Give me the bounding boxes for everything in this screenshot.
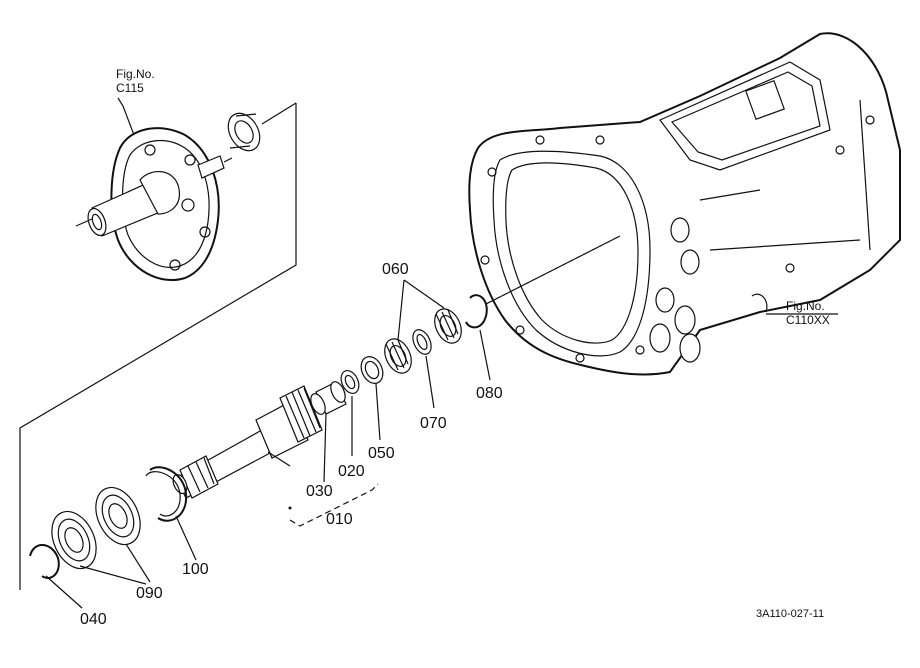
- front-cover-assembly: [19, 102, 297, 590]
- washer-050: [360, 356, 384, 384]
- part-label-020: 020: [338, 463, 365, 480]
- reference-top-line2: C115: [116, 80, 144, 95]
- spacer-070: [412, 329, 432, 355]
- reference-right-line2: C110XX: [786, 312, 830, 327]
- transmission-housing: [468, 32, 901, 376]
- reference-top: Fig.No. C115: [116, 67, 155, 96]
- part-label-100: 100: [182, 561, 209, 578]
- reference-right-line1: Fig.No.: [786, 299, 825, 313]
- reference-right: Fig.No. C110XX: [786, 299, 830, 328]
- part-label-010: 010: [326, 511, 353, 528]
- ball-bearing-090-a: [95, 486, 141, 546]
- collar-030: [310, 381, 347, 415]
- circlip-040: [29, 544, 60, 579]
- leader-lines: [45, 97, 491, 609]
- part-label-070: 070: [420, 415, 447, 432]
- part-label-050: 050: [368, 445, 395, 462]
- snap-ring-100: [145, 466, 188, 522]
- circlip-080: [465, 294, 488, 329]
- axis-line: [485, 235, 621, 305]
- part-label-030: 030: [306, 483, 333, 500]
- reference-top-line1: Fig.No.: [116, 67, 155, 81]
- drawing-code: 3A110-027-11: [756, 608, 825, 620]
- part-label-040: 040: [80, 611, 107, 628]
- washer-020: [340, 370, 360, 394]
- needle-bearing-060-a: [384, 338, 412, 374]
- part-label-060: 060: [382, 261, 409, 278]
- part-label-080: 080: [476, 385, 503, 402]
- needle-bearing-060-b: [434, 308, 462, 344]
- part-label-090: 090: [136, 585, 163, 602]
- ball-bearing-090-b: [51, 510, 97, 570]
- main-shaft: [172, 385, 323, 510]
